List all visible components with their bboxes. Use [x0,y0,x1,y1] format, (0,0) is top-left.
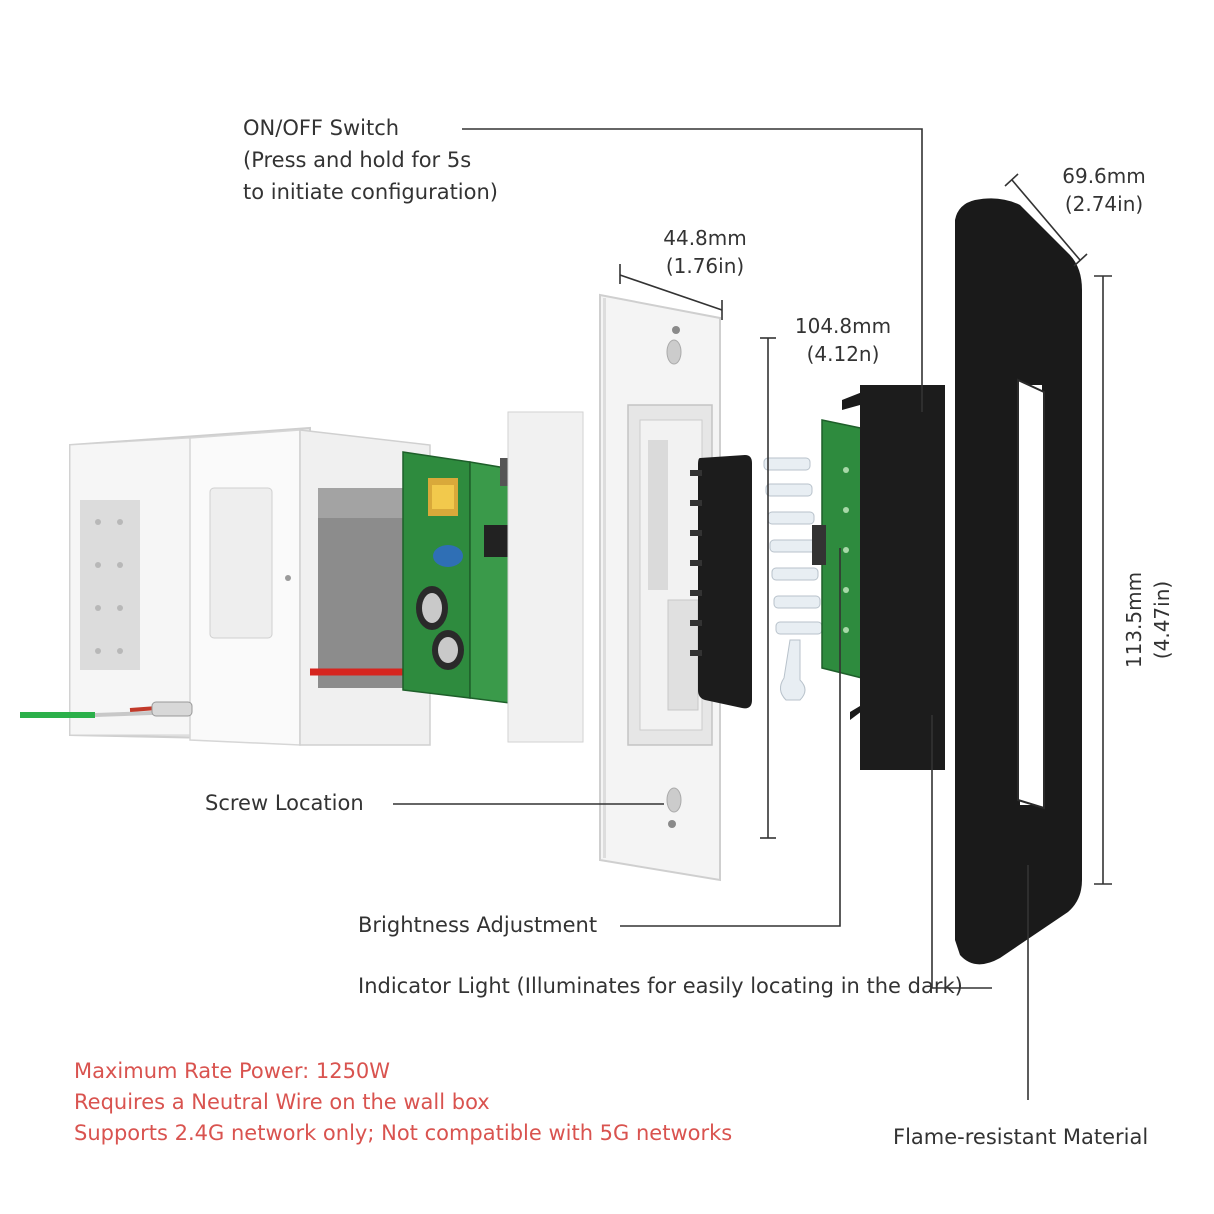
brightness-adjustment-label: Brightness Adjustment [358,913,598,937]
leader-lines [393,128,1029,1100]
plate-width-in-label: (1.76in) [665,254,745,278]
wall-box-housing [20,426,431,746]
screw-location-label: Screw Location [205,791,364,815]
flame-resistant-label: Flame-resistant Material [893,1125,1149,1149]
wall-plate [507,293,721,882]
dimension-lines [619,173,1112,885]
max-power-note: Maximum Rate Power: 1250W [74,1059,391,1083]
rocker-button [690,455,752,709]
plate-height-mm-label: 104.8mm [794,314,892,338]
onoff-switch-note-2: to initiate configuration) [243,180,498,204]
neutral-wire-note: Requires a Neutral Wire on the wall box [74,1090,490,1114]
plate-width-mm-label: 44.8mm [663,226,747,250]
onoff-switch-label: ON/OFF Switch [243,116,400,140]
depth-in-label: (2.74in) [1064,192,1144,216]
depth-mm-label: 69.6mm [1062,164,1146,188]
foam-cover-panel [955,198,1082,965]
panel-height-mm-label: 113.5mm [1122,571,1146,669]
onoff-switch-note-1: (Press and hold for 5s [243,148,472,172]
inner-frame [842,385,945,770]
plate-height-in-label: (4.12n) [806,342,880,366]
indicator-light-label: Indicator Light (Illuminates for easily … [358,974,963,998]
panel-height-in-label: (4.47in) [1150,580,1174,660]
network-note: Supports 2.4G network only; Not compatib… [74,1121,733,1145]
light-guides [763,457,823,701]
